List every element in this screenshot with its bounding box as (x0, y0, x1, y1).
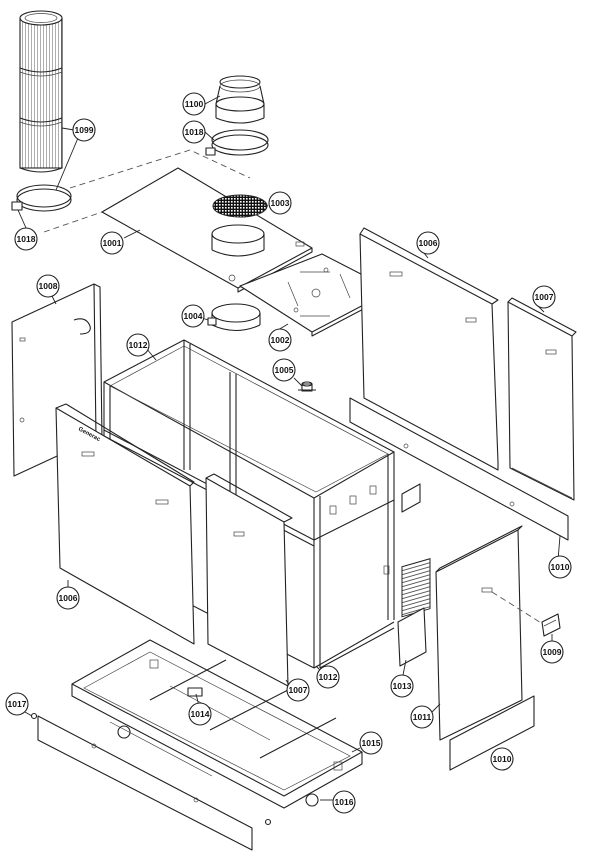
callout-1018-lower: 1018 (14, 227, 38, 251)
upper-clamp (205, 129, 269, 156)
callout-1017: 1017 (5, 692, 29, 716)
callout-1013: 1013 (390, 674, 414, 698)
callout-1003: 1003 (268, 191, 292, 215)
callout-label-1006-upper: 1006 (419, 238, 438, 248)
callout-1008: 1008 (36, 274, 60, 298)
callout-1005: 1005 (272, 358, 296, 382)
mid-clamp (207, 303, 261, 332)
callout-1010-lower: 1010 (490, 747, 514, 771)
latch-guide (491, 591, 547, 627)
callout-1002: 1002 (268, 328, 292, 352)
exhaust-adapter (215, 75, 265, 124)
callout-label-1018-lower: 1018 (17, 234, 36, 244)
callout-1012-lower: 1012 (316, 665, 340, 689)
rear-side-panel (359, 227, 499, 471)
alignment-guide-1 (69, 149, 251, 189)
tube-clamp (11, 184, 72, 212)
callout-1004: 1004 (181, 304, 205, 328)
callout-1007-upper: 1007 (532, 285, 556, 309)
callout-1009: 1009 (540, 640, 564, 664)
callout-label-1010-upper: 1010 (551, 562, 570, 572)
callout-label-1005: 1005 (275, 365, 294, 375)
callout-1099: 1099 (72, 118, 96, 142)
callout-label-1011: 1011 (413, 712, 432, 722)
callout-label-1012-upper: 1012 (129, 340, 148, 350)
callout-1100: 1100 (182, 92, 206, 116)
front-kick-plate (30, 712, 272, 851)
callout-label-1012-lower: 1012 (319, 672, 338, 682)
access-cover (397, 607, 427, 667)
exhaust-filter-tube (19, 10, 63, 173)
callout-1011: 1011 (410, 705, 434, 729)
callout-1016: 1016 (332, 790, 356, 814)
callout-1007-lower: 1007 (286, 678, 310, 702)
base-frame (71, 639, 363, 809)
callout-label-1008: 1008 (39, 281, 58, 291)
callout-label-1015: 1015 (362, 738, 381, 748)
fitting (298, 381, 316, 392)
callout-label-1007-lower: 1007 (289, 685, 308, 695)
alignment-guide-2 (43, 211, 103, 233)
louver-vent (401, 558, 431, 618)
callout-label-1014: 1014 (191, 709, 210, 719)
callout-label-1009: 1009 (543, 647, 562, 657)
callout-label-1016: 1016 (335, 797, 354, 807)
lower-kick-plate (449, 695, 535, 771)
callout-1018-upper: 1018 (182, 120, 206, 144)
upper-kick-plate (349, 397, 569, 541)
small-bracket (401, 483, 421, 513)
callout-label-1099: 1099 (75, 125, 94, 135)
callout-label-1007-upper: 1007 (535, 292, 554, 302)
front-door-panel: Generac (55, 403, 195, 645)
right-end-panel (507, 297, 577, 501)
callout-label-1100: 1100 (185, 99, 204, 109)
latch (541, 613, 561, 637)
callout-label-1003: 1003 (271, 198, 290, 208)
exhaust-collar (211, 224, 265, 257)
callout-1001: 1001 (100, 231, 124, 255)
callout-label-1013: 1013 (393, 681, 412, 691)
callout-1014: 1014 (188, 702, 212, 726)
callout-label-1002: 1002 (271, 335, 290, 345)
callout-1010-upper: 1010 (548, 555, 572, 579)
callout-label-1018-upper: 1018 (185, 127, 204, 137)
callout-1012-upper: 1012 (126, 333, 150, 357)
callout-label-1006-lower: 1006 (59, 593, 78, 603)
callout-1006-lower: 1006 (56, 586, 80, 610)
callout-1006-upper: 1006 (416, 231, 440, 255)
callout-1015: 1015 (359, 731, 383, 755)
callout-label-1001: 1001 (103, 238, 122, 248)
callout-label-1004: 1004 (184, 311, 203, 321)
right-door-panel (435, 525, 523, 741)
callout-label-1017: 1017 (8, 699, 27, 709)
callout-label-1010-lower: 1010 (493, 754, 512, 764)
front-small-door (205, 473, 293, 687)
